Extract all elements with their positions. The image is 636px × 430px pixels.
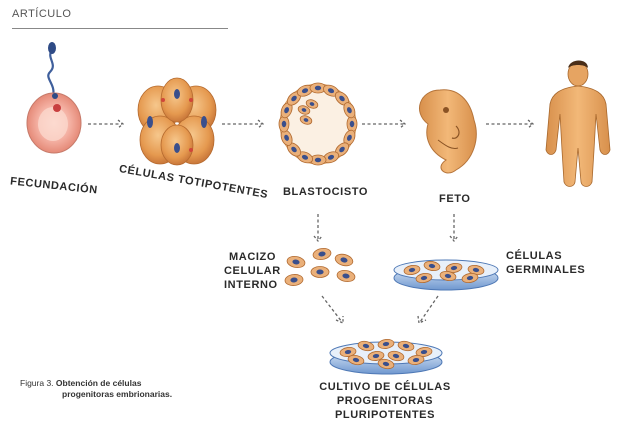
section-header: ARTÍCULO [12,8,72,20]
culture-cell [347,354,365,366]
label-cultivo-line2: PROGENITORAS [336,395,434,407]
human-figure-illustration [545,60,611,187]
germinal-cell [415,272,433,284]
inner-cell-mass-cell [310,266,330,278]
label-macizo-line1: MACIZO [229,251,276,263]
label-blastocisto: BLASTOCISTO [283,186,369,198]
blastocyst-cell [334,142,350,157]
blastocyst-illustration [278,82,358,166]
culture-cell [377,358,395,370]
label-macizo: MACIZO CELULAR INTERNO [224,250,281,292]
label-feto: FETO [439,193,471,205]
culture-cell [407,355,425,365]
germinal-dish-illustration [393,259,499,291]
culture-cell [397,340,415,352]
germinal-cell [403,264,421,276]
label-germinales-line2: GERMINALES [506,264,586,276]
label-macizo-line2: CELULAR [224,265,281,277]
blastocyst-cell [346,115,358,133]
culture-cell [357,340,375,352]
germinal-cell [445,262,463,274]
inner-cell-mass-illustration [284,247,356,286]
label-germinales: CÉLULAS GERMINALES [506,249,585,277]
culture-cell [339,347,357,357]
culture-cell [377,339,395,349]
blastocyst-cell [334,91,350,106]
fetus-illustration [418,89,477,174]
culture-dish-illustration [329,339,443,375]
label-germinales-line1: CÉLULAS [506,250,563,262]
culture-cell [367,351,385,361]
caption-title-line2: progenitoras embrionarias. [62,389,173,399]
inner-cell-mass-cell [336,269,356,283]
fertilization-illustration [26,42,82,154]
blastocyst-inner-cell [299,115,313,125]
label-macizo-line3: INTERNO [224,279,278,291]
blastocyst-cell [343,129,356,146]
inner-cell-mass-cell [286,255,306,269]
figure-caption: Figura 3. Obtención de células progenito… [20,378,172,400]
label-cultivo: CULTIVO DE CÉLULAS PROGENITORAS PLURIPOT… [310,380,460,422]
blastocyst-inner-cell [297,105,311,115]
blastocyst-inner-cell [305,99,319,109]
blastocyst-cell [278,115,290,133]
flow-arrows [88,119,535,324]
blastocyst-cell [343,102,356,119]
blastocyst-cell [286,142,302,157]
caption-title-line1: Obtención de células [55,378,142,388]
inner-cell-mass-cell [334,253,354,267]
germinal-cell [423,260,441,272]
inner-cell-mass-cell [284,274,304,286]
inner-cell-mass-cell [312,247,332,261]
blastocyst-cell [286,91,302,106]
culture-cell [415,347,433,357]
caption-prefix: Figura 3. [20,378,54,388]
germinal-cell [439,270,457,282]
label-cultivo-line3: PLURIPOTENTES [334,409,436,421]
culture-cell [387,350,405,362]
blastocyst-cell [322,84,340,97]
blastocyst-cell [322,151,340,164]
germinal-cell [461,272,479,284]
label-cultivo-line1: CULTIVO DE CÉLULAS [319,381,451,393]
header-divider [12,28,228,29]
totipotent-cells-illustration [137,77,217,166]
